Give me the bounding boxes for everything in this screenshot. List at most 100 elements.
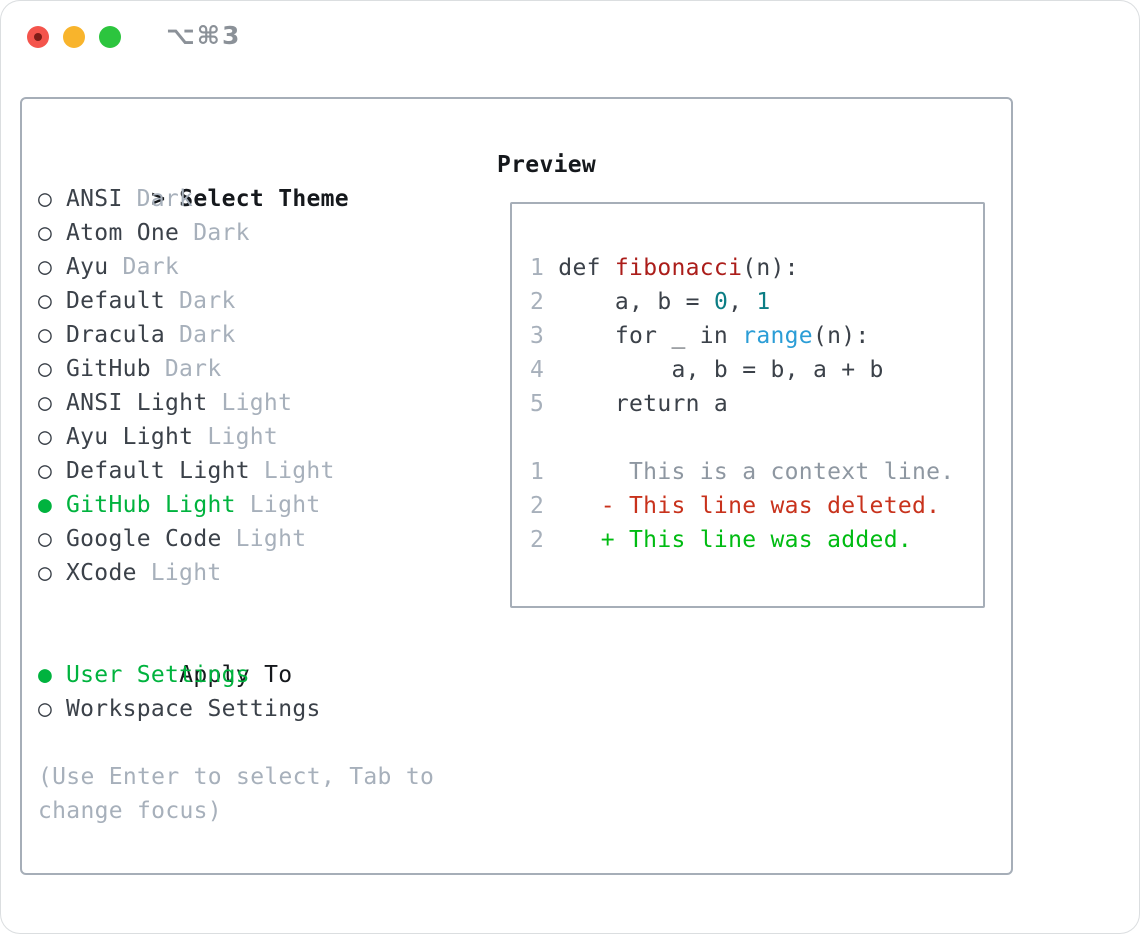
- code-line: 2 - This line was deleted.: [530, 489, 983, 523]
- theme-variant: Dark: [136, 186, 194, 212]
- apply-option[interactable]: ●User Settings: [38, 658, 490, 692]
- radio-icon: ○: [38, 458, 53, 484]
- code-line: 2 + This line was added.: [530, 523, 983, 557]
- theme-variant: Light: [235, 526, 307, 552]
- code-blank-line: [530, 421, 983, 455]
- theme-option[interactable]: ○ GitHub Dark: [38, 352, 490, 386]
- theme-name: Default: [66, 288, 166, 314]
- code-token: This is a context line.: [544, 459, 955, 485]
- theme-name: ANSI: [66, 186, 123, 212]
- theme-option[interactable]: ○ ANSI Light Light: [38, 386, 490, 420]
- minimize-button[interactable]: [63, 26, 85, 48]
- radio-icon: ○: [38, 322, 53, 348]
- theme-name: GitHub: [66, 356, 151, 382]
- radio-icon: ○: [38, 390, 53, 416]
- line-number: 2: [530, 289, 545, 315]
- theme-variant: Dark: [179, 288, 236, 314]
- code-token: def: [544, 255, 615, 281]
- theme-name: ANSI Light: [66, 390, 208, 416]
- line-number: 5: [530, 391, 545, 417]
- line-number: 3: [530, 323, 545, 349]
- theme-name: Default Light: [66, 458, 250, 484]
- line-number: 2: [530, 527, 545, 553]
- line-number: 1: [530, 459, 545, 485]
- window-titlebar: ⌥⌘3: [0, 0, 1140, 97]
- apply-to-header: Apply To: [38, 624, 490, 688]
- code-line: 1 def fibonacci(n):: [530, 251, 983, 285]
- help-text: (Use Enter to select, Tab to change focu…: [38, 764, 435, 824]
- line-number: 4: [530, 357, 545, 383]
- list-header: >Select Theme: [38, 148, 490, 212]
- zoom-button[interactable]: [99, 26, 121, 48]
- radio-icon: ●: [38, 662, 53, 688]
- radio-icon: ○: [38, 186, 53, 212]
- code-line: 4 a, b = b, a + b: [530, 353, 983, 387]
- theme-variant: Dark: [122, 254, 180, 280]
- code-token: 1: [756, 289, 771, 315]
- code-line: 5 return a: [530, 387, 983, 421]
- theme-name: Ayu Light: [66, 424, 194, 450]
- theme-name: GitHub Light: [66, 492, 236, 518]
- line-number: 1: [530, 255, 545, 281]
- code-token: 0: [713, 289, 729, 315]
- code-line: 1 This is a context line.: [530, 455, 983, 489]
- code-line: 3 for _ in range(n):: [530, 319, 983, 353]
- code-token: a, b =: [544, 289, 714, 315]
- apply-option-name: Workspace Settings: [66, 696, 321, 722]
- apply-option[interactable]: ○ Workspace Settings: [38, 692, 490, 726]
- theme-variant: Dark: [164, 356, 222, 382]
- theme-option[interactable]: ○ Default Light Light: [38, 454, 490, 488]
- list-header-label: Select Theme: [179, 186, 349, 212]
- theme-variant: Dark: [179, 322, 236, 348]
- theme-variant: Light: [221, 390, 293, 416]
- theme-name: XCode: [66, 560, 137, 586]
- theme-name: Google Code: [66, 526, 222, 552]
- radio-icon: ○: [38, 424, 53, 450]
- theme-option[interactable]: ○ Google Code Light: [38, 522, 490, 556]
- theme-option[interactable]: ○ Atom One Dark: [38, 216, 490, 250]
- theme-variant: Dark: [193, 220, 250, 246]
- code-token: fibonacci: [614, 255, 743, 281]
- theme-option[interactable]: ○ ANSI Dark: [38, 182, 490, 216]
- radio-icon: ○: [38, 696, 53, 722]
- radio-icon: ○: [38, 560, 53, 586]
- code-token: for _ in: [544, 323, 743, 349]
- theme-option[interactable]: ○ Ayu Light Light: [38, 420, 490, 454]
- radio-icon: ○: [38, 356, 53, 382]
- theme-variant: Light: [263, 458, 335, 484]
- code-token: + This line was added.: [544, 527, 912, 553]
- theme-variant: Light: [249, 492, 321, 518]
- code-token: (n):: [742, 255, 799, 281]
- window-shortcut-title: ⌥⌘3: [166, 21, 242, 50]
- theme-variant: Light: [207, 424, 279, 450]
- theme-name: Atom One: [66, 220, 180, 246]
- close-button[interactable]: [27, 26, 49, 48]
- line-number: 2: [530, 493, 545, 519]
- code-token: range: [742, 323, 813, 349]
- theme-option[interactable]: ● GitHub Light Light: [38, 488, 490, 522]
- theme-name: Dracula: [66, 322, 166, 348]
- theme-option[interactable]: ○ Dracula Dark: [38, 318, 490, 352]
- code-token: return a: [544, 391, 729, 417]
- spacer-row: [38, 590, 490, 624]
- radio-icon: ○: [38, 526, 53, 552]
- code-line: 2 a, b = 0, 1: [530, 285, 983, 319]
- code-token: a, b = b, a + b: [544, 357, 884, 383]
- code-token: ,: [728, 289, 757, 315]
- radio-icon: ○: [38, 254, 53, 280]
- radio-icon: ●: [38, 492, 53, 518]
- preview-title: Preview: [497, 152, 597, 178]
- apply-options-group: ●User Settings ○ Workspace Settings: [38, 658, 490, 726]
- code-token: (n):: [812, 323, 870, 349]
- spacer-row: [38, 726, 490, 760]
- radio-icon: ○: [38, 220, 53, 246]
